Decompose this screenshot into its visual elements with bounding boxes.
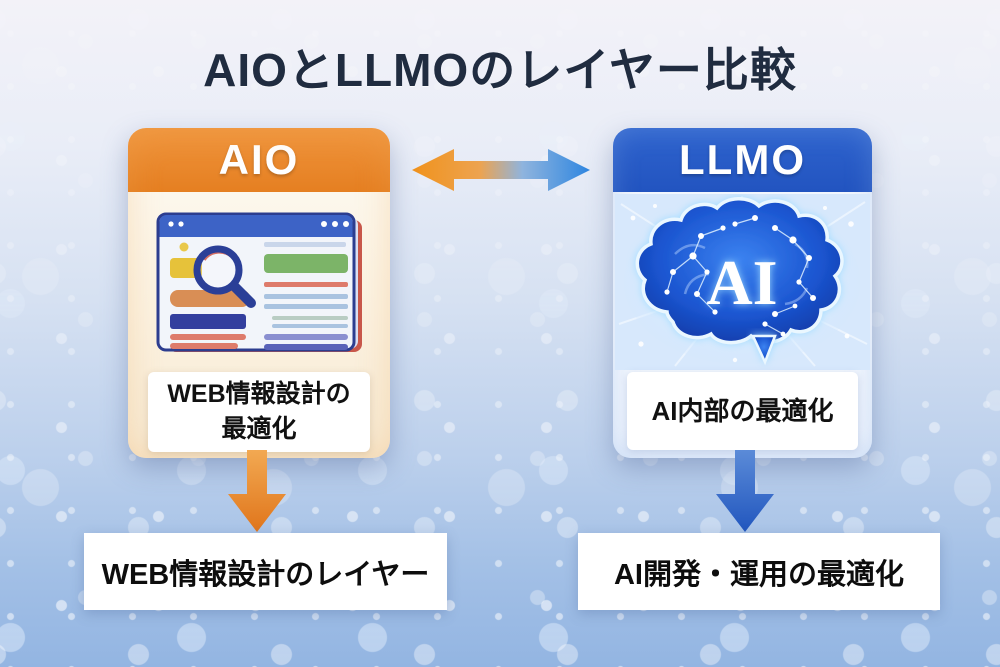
llmo-optimization-label: AI内部の最適化 [627, 372, 858, 450]
llmo-layer-box: AI開発・運用の最適化 [578, 533, 940, 610]
magnifier-icon [193, 245, 256, 308]
browser-search-illustration [156, 212, 362, 352]
aio-card-title: AIO [128, 128, 390, 192]
ai-brain-text: AI [706, 247, 777, 318]
page-title: AIOとLLMOのレイヤー比較 [203, 44, 797, 96]
aio-card: AIO [128, 128, 390, 458]
bidirectional-arrow-icon [412, 149, 590, 191]
llmo-card: LLMO [613, 128, 872, 458]
ai-brain-illustration: AI [615, 194, 870, 370]
aio-layer-box: WEB情報設計のレイヤー [84, 533, 447, 610]
llmo-down-arrow-icon [716, 450, 774, 532]
aio-optimization-label: WEB情報設計の 最適化 [148, 372, 370, 452]
aio-down-arrow-icon [228, 450, 286, 532]
llmo-card-title: LLMO [613, 128, 872, 192]
